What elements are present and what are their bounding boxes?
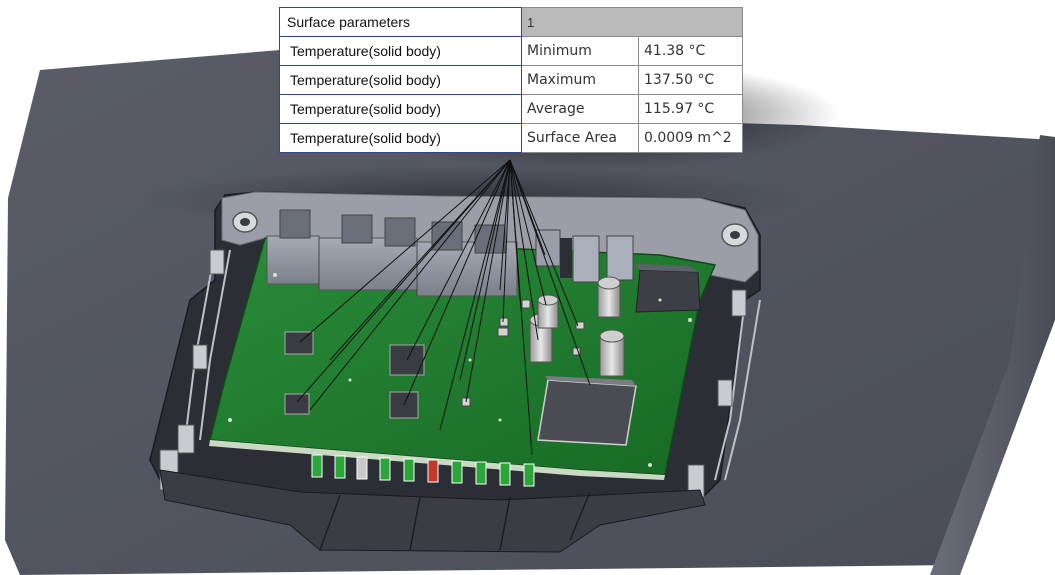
connector-pins	[311, 454, 535, 487]
type-cell: Minimum	[521, 36, 639, 66]
surface-parameters-table[interactable]: Surface parameters 1 Temperature(solid b…	[279, 7, 743, 153]
mounting-hole-icon	[730, 231, 740, 239]
leader-lines	[296, 159, 591, 456]
table-header-row: Surface parameters 1	[279, 7, 743, 37]
value-cell: 41.38 °C	[638, 36, 743, 66]
table-row[interactable]: Temperature(solid body) Minimum 41.38 °C	[279, 36, 743, 66]
header-label: Surface parameters	[279, 7, 522, 37]
relay-components	[535, 229, 634, 283]
type-cell: Average	[521, 94, 639, 124]
type-cell: Maximum	[521, 65, 639, 95]
table-row[interactable]: Temperature(solid body) Maximum 137.50 °…	[279, 65, 743, 95]
transformer-component	[635, 264, 701, 313]
value-cell: 0.0009 m^2	[638, 123, 743, 153]
connector-header	[266, 209, 518, 297]
table-row[interactable]: Temperature(solid body) Surface Area 0.0…	[279, 123, 743, 153]
mounting-hole-icon	[240, 218, 250, 226]
capacitor-components	[529, 276, 625, 377]
pcb-vias	[228, 273, 692, 467]
header-value: 1	[521, 7, 743, 37]
base-plate-side	[930, 135, 1055, 575]
bottom-grooves	[319, 491, 591, 551]
parameter-cell: Temperature(solid body)	[279, 65, 522, 95]
enclosure-bottom	[159, 469, 706, 553]
parameter-cell: Temperature(solid body)	[279, 94, 522, 124]
ic-components	[284, 331, 637, 446]
table-row[interactable]: Temperature(solid body) Average 115.97 °…	[279, 94, 743, 124]
parameter-cell: Temperature(solid body)	[279, 123, 522, 153]
parameter-cell: Temperature(solid body)	[279, 36, 522, 66]
value-cell: 115.97 °C	[638, 94, 743, 124]
type-cell: Surface Area	[521, 123, 639, 153]
value-cell: 137.50 °C	[638, 65, 743, 95]
